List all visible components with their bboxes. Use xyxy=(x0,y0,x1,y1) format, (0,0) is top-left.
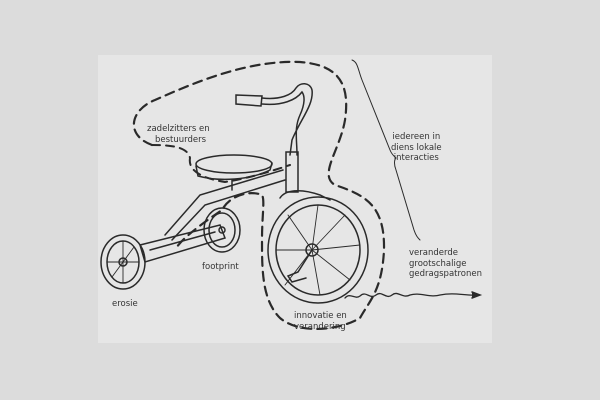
curly-brace xyxy=(351,59,421,241)
label-line: iedereen in xyxy=(392,132,441,142)
label-global-patterns: veranderde grootschalige gedragspatronen xyxy=(409,248,482,280)
label-line: verandering xyxy=(294,321,346,332)
rear-right-wheel xyxy=(203,207,241,253)
label-line: bestuurders xyxy=(155,134,207,145)
label-local-interactions: iedereen in diens lokale interacties xyxy=(391,132,442,164)
rear-left-wheel xyxy=(100,234,146,290)
label-erosion: erosie xyxy=(112,299,138,309)
label-innovation: innovatie en verandering xyxy=(294,311,347,332)
label-line: gedragspatronen xyxy=(409,269,482,279)
label-footprint: footprint xyxy=(202,262,239,272)
label-riders: zadelzitters en bestuurders xyxy=(147,124,210,145)
label-line: zadelzitters en xyxy=(147,124,210,134)
label-line: veranderde xyxy=(409,248,458,258)
inner-dashed-line xyxy=(151,144,291,184)
label-line: innovatie en xyxy=(294,311,347,321)
front-wheel xyxy=(267,196,369,304)
system-boundary-dashed xyxy=(132,60,386,330)
label-line: interacties xyxy=(393,153,439,163)
arrow-head-icon xyxy=(471,291,483,299)
wavy-arrow xyxy=(344,292,479,299)
handlebar xyxy=(235,83,331,201)
label-line: grootschalige xyxy=(409,258,467,269)
label-line: diens lokale xyxy=(391,142,442,153)
seat xyxy=(195,154,273,191)
